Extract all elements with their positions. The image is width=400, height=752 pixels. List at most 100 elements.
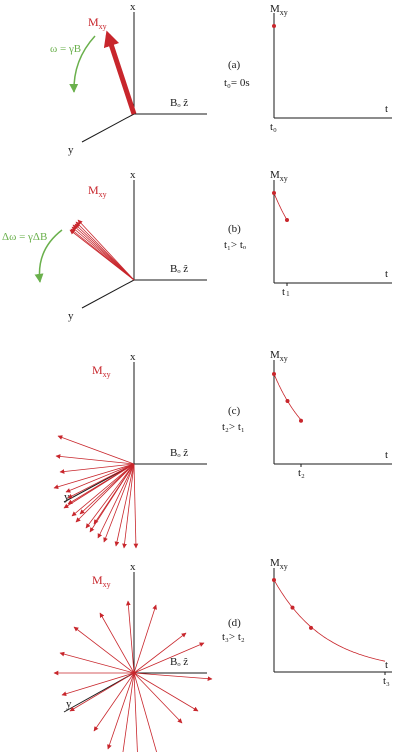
spin-vector — [133, 672, 157, 752]
decay-curve — [273, 579, 386, 662]
spin-vector — [69, 672, 135, 712]
mxy-label: Mxy — [92, 573, 111, 589]
spin-vector — [122, 463, 135, 549]
panel-letter: (d) — [228, 617, 241, 629]
spin-vector — [85, 463, 135, 529]
spin-vector — [57, 435, 135, 465]
plot-ylabel: Mxy — [270, 557, 288, 571]
row-c: x y Bₒ ẑ Mxy (c) t₂> t₁ Mxy t t₂ — [53, 349, 392, 549]
plot-tick-label: t₂ — [298, 467, 305, 479]
spin-vector — [55, 454, 135, 465]
spin-vector — [63, 463, 135, 509]
plot-ylabel: Mxy — [270, 169, 288, 183]
rotation-arrow — [34, 229, 63, 283]
spin-vector — [93, 463, 135, 525]
plot-tick-label: t1 — [282, 286, 290, 298]
spin-vector — [75, 463, 135, 523]
spin-vector — [133, 632, 187, 674]
rotation-arrow — [69, 35, 96, 93]
mxy-plot-a: Mxy t t₀ — [270, 3, 392, 133]
axis-x-label: x — [130, 561, 136, 573]
plot-tick-label: t₀ — [270, 121, 277, 133]
data-point — [285, 218, 289, 222]
data-point — [309, 625, 313, 630]
axis-x-label: x — [130, 1, 136, 13]
spin-vector — [122, 672, 135, 752]
time-condition: t₀= 0s — [224, 77, 250, 89]
spin-vector — [53, 463, 135, 490]
row-d: x y Bₒ ẑ Mxy (d) t₃> t₂ Mxy t t₃ — [53, 557, 392, 752]
decay-curve — [273, 192, 288, 221]
spin-vector — [133, 642, 205, 674]
axes-3d-b: x y Bₒ ẑ — [68, 169, 207, 322]
row-a: x y Bₒ ẑ Mxy ω = γB (a) t₀= 0s Mxy t t₀ — [50, 1, 392, 156]
mxy-label: Mxy — [88, 15, 107, 31]
data-point — [272, 578, 276, 582]
axis-y-label: y — [68, 144, 74, 156]
plot-xlabel: t — [385, 659, 388, 671]
spin-vector — [65, 463, 135, 493]
axis-y-label: y — [64, 491, 70, 503]
spin-vector — [99, 612, 135, 674]
plot-tick-label: t₃ — [383, 675, 390, 687]
spin-vector — [93, 672, 135, 732]
spin-vector — [133, 604, 157, 674]
data-point — [272, 24, 276, 28]
magnetization-vector — [103, 30, 137, 115]
plot-ylabel: Mxy — [270, 3, 288, 17]
axes-3d-c: x y Bₒ ẑ — [63, 351, 207, 503]
data-point — [272, 191, 276, 195]
time-condition: t₃> t₂ — [222, 631, 245, 643]
field-label: Bₒ ẑ — [170, 447, 188, 459]
spin-vector — [107, 672, 135, 750]
data-point — [272, 372, 276, 376]
plot-ylabel: Mxy — [270, 349, 288, 363]
spin-vector-fan — [53, 435, 139, 549]
field-label: Bₒ ẑ — [170, 656, 188, 668]
axis-x-label: x — [130, 351, 136, 363]
decay-curve — [273, 373, 302, 421]
plot-xlabel: t — [385, 268, 388, 280]
spin-vector — [71, 463, 135, 517]
mxy-plot-b: Mxy t t1 — [270, 169, 392, 298]
axis-y-label: y — [66, 698, 72, 710]
spin-vector — [114, 463, 135, 547]
panel-letter: (b) — [228, 223, 241, 235]
field-label: Bₒ ẑ — [170, 97, 188, 109]
rotation-label: ω = γB — [50, 43, 81, 55]
spin-vector — [133, 672, 213, 682]
mxy-label: Mxy — [92, 363, 111, 379]
panel-letter: (c) — [228, 405, 241, 417]
spin-vector — [61, 672, 135, 697]
spin-vector-fan — [53, 600, 213, 752]
spin-vector — [79, 463, 135, 515]
spin-vector-fan — [69, 219, 135, 281]
rotation-label: Δω = γΔB — [2, 231, 47, 243]
spin-vector — [73, 626, 135, 674]
spin-vector — [133, 463, 139, 549]
spin-vector — [69, 229, 135, 281]
data-point — [290, 605, 295, 610]
spin-vector — [77, 219, 135, 281]
time-condition: t₂> t₁ — [222, 421, 245, 433]
time-condition: t₁> tₒ — [224, 239, 246, 251]
spin-vector — [59, 463, 135, 474]
spin-vector — [125, 600, 135, 674]
axis-y-label: y — [68, 310, 74, 322]
axis-x-label: x — [130, 169, 136, 181]
axes-3d-d: x y Bₒ ẑ — [63, 561, 207, 713]
mxy-plot-d: Mxy t t₃ — [270, 557, 392, 687]
spin-vector — [59, 651, 135, 674]
spin-vector — [133, 672, 199, 712]
mxy-plot-c: Mxy t t₂ — [270, 349, 392, 479]
spin-vector — [103, 463, 135, 543]
data-point — [285, 399, 290, 403]
row-b: x y Bₒ ẑ Mxy Δω = γΔB (b) t₁> tₒ Mxy t t… — [2, 169, 392, 322]
spin-vector — [133, 672, 183, 724]
spin-vector — [133, 672, 138, 752]
mxy-label: Mxy — [88, 183, 107, 199]
data-point — [299, 418, 303, 423]
panel-letter: (a) — [228, 59, 241, 71]
axes-3d-a: x y Bₒ ẑ — [68, 1, 207, 156]
